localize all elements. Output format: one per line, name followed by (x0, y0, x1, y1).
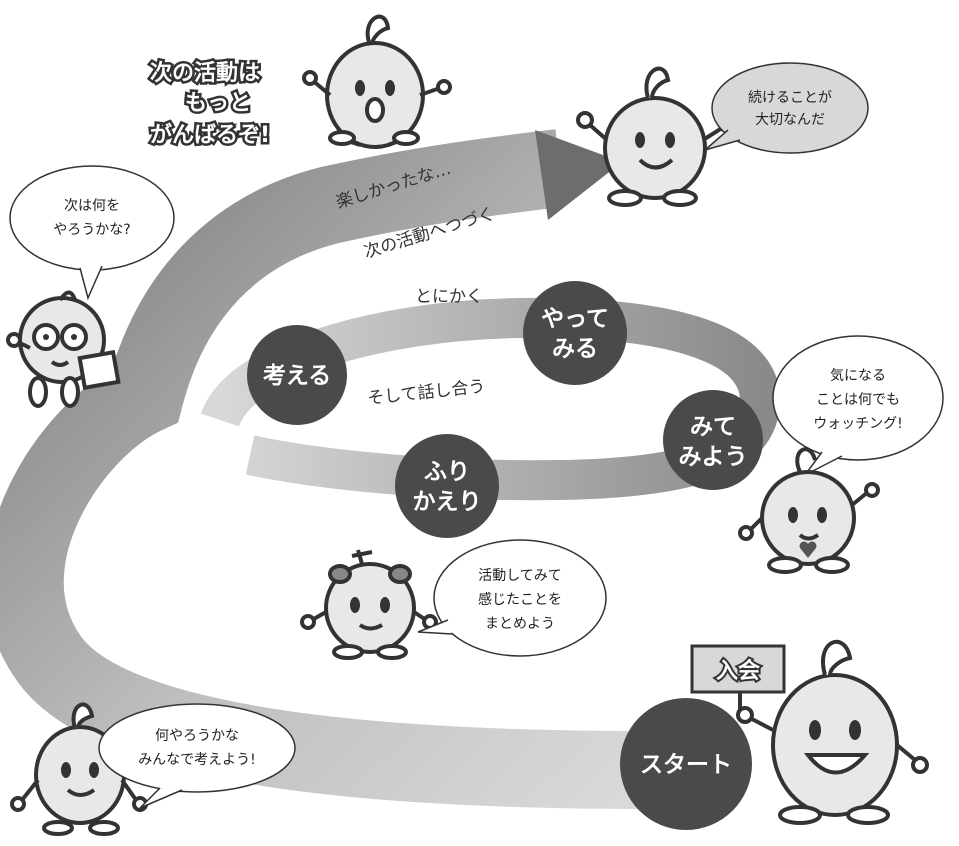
svg-text:活動してみて: 活動してみて (478, 568, 562, 584)
svg-text:続けることが: 続けることが (748, 89, 832, 106)
character-bow (300, 549, 438, 660)
bubble-naniyarou: 何やろうかな みんなで考えよう! (98, 703, 296, 809)
svg-text:やって: やって (541, 306, 609, 332)
svg-text:次の活動は: 次の活動は (150, 60, 260, 86)
label-soshite: そして話し合う (366, 377, 486, 409)
svg-text:まとめよう: まとめよう (485, 616, 555, 632)
svg-text:がんばるぞ!: がんばるぞ! (150, 122, 270, 148)
character-glasses (6, 290, 121, 408)
character-girl (738, 447, 880, 574)
character-surprised (302, 14, 452, 149)
svg-text:気になる: 気になる (830, 368, 886, 384)
svg-text:もっと: もっと (185, 91, 251, 116)
character-laughing (736, 639, 929, 825)
step-kangaeru: 考える (247, 325, 347, 425)
svg-text:考える: 考える (263, 363, 331, 389)
bubble-nanio: 次は何を やろうかな? (9, 165, 175, 301)
sign-nyukai: 入会 (690, 644, 786, 718)
bubble-katsudou: 活動してみて 感じたことを まとめよう (417, 539, 607, 657)
bubble-kininaru: 気になる ことは何でも ウォッチング! (772, 335, 944, 476)
character-smiling (576, 66, 736, 207)
svg-text:みんなで考えよう!: みんなで考えよう! (138, 752, 256, 768)
svg-text:何やろうかな: 何やろうかな (155, 728, 239, 744)
svg-text:みる: みる (552, 336, 598, 362)
bubble-tsuzukeru: 続けることが 大切なんだ (704, 62, 869, 154)
label-tonikaku: とにかく (415, 287, 483, 307)
svg-text:次は何を: 次は何を (64, 198, 120, 214)
svg-text:入会: 入会 (716, 658, 760, 684)
headline: 次の活動は もっと がんばるぞ! (147, 58, 272, 151)
svg-text:スタート: スタート (640, 752, 732, 778)
svg-text:かえり: かえり (413, 489, 482, 515)
svg-text:大切なんだ: 大切なんだ (755, 112, 825, 128)
svg-text:感じたことを: 感じたことを (478, 591, 562, 608)
svg-text:ことは何でも: ことは何でも (816, 392, 900, 408)
svg-text:ふり: ふり (424, 459, 470, 485)
svg-text:やろうかな?: やろうかな? (53, 222, 130, 238)
step-yattemiru: やって みる (523, 281, 627, 385)
svg-text:ウォッチング!: ウォッチング! (813, 416, 903, 432)
step-start: スタート (620, 698, 752, 830)
svg-text:みよう: みよう (679, 444, 748, 470)
step-furikaeri: ふり かえり (395, 434, 499, 538)
step-miteyou: みて みよう (663, 390, 763, 490)
spiral-arrow-head (535, 130, 622, 220)
svg-text:みて: みて (690, 414, 736, 440)
